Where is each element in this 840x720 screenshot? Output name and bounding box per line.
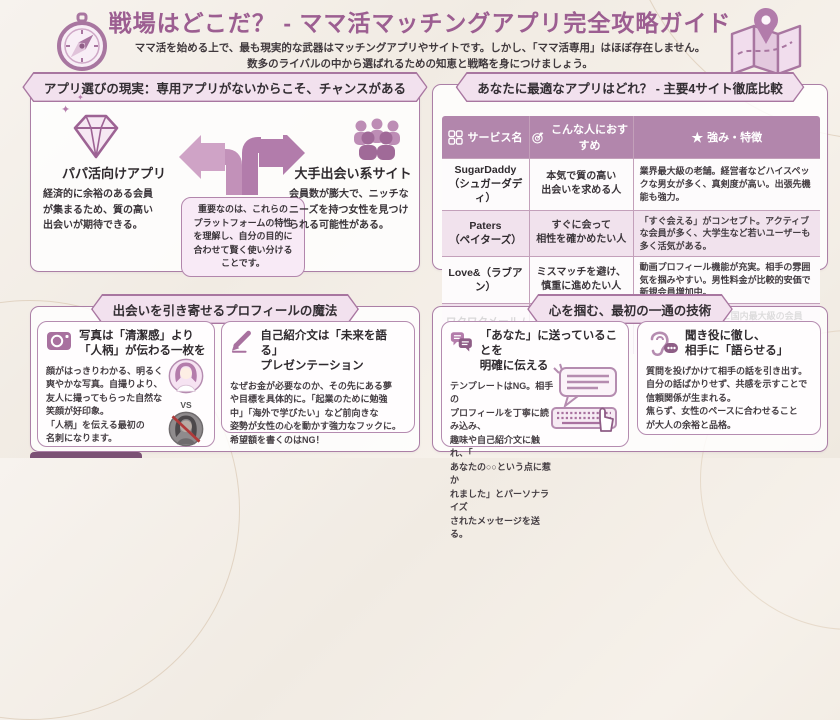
column-header-service: サービス名 bbox=[442, 116, 530, 159]
bio-card: 自己紹介文は「未来を語る」 プレゼンテーション なぜお金が必要なのか、その先にあ… bbox=[221, 321, 415, 445]
ear-icon bbox=[650, 331, 678, 357]
page-title: 戦場はどこだ？ - ママ活マッチングアプリ完全攻略ガイド bbox=[108, 10, 732, 36]
panel-profile-magic-badge: 出会いを引き寄せるプロフィールの魔法 bbox=[91, 294, 359, 324]
personal-message-card: 「あなた」に送っていることを 明確に伝える テンプレートはNG。相手の プロフィ… bbox=[441, 321, 629, 539]
camera-icon bbox=[47, 332, 71, 350]
panel-app-reality: アプリ選びの現実：専用アプリがないからこそ、チャンスがある ✦ ✦ パパ活向けア… bbox=[30, 84, 420, 277]
people-group-icon bbox=[354, 118, 400, 160]
personal-message-body: テンプレートはNG。相手の プロフィールを丁寧に読み込み、 趣味や自己紹介文に触… bbox=[450, 380, 554, 540]
listener-card-body: 質問を投げかけて相手の話を引き出す。 自分の話ばかりせず、共感を示すことで 信頼… bbox=[646, 365, 808, 430]
good-avatar-icon bbox=[168, 358, 204, 394]
map-pin-icon bbox=[730, 8, 802, 76]
dating-site-desc: 会員数が膨大で、ニッチな ニーズを持つ女性を見つけ られる可能性がある。 bbox=[289, 189, 409, 231]
sparkle-icon: ✦ bbox=[77, 93, 84, 102]
service-recommend: 本気で質の高い 出会いを求める人 bbox=[528, 158, 634, 211]
panel-profile-magic: 出会いを引き寄せるプロフィールの魔法 写真は「清潔感」より 「人柄」が伝わる一枚… bbox=[30, 306, 420, 452]
service-feature: 業界最大級の老舗。経営者などハイスペックな男女が多く、真剣度が高い。出張先機能も… bbox=[632, 158, 820, 211]
compass-icon bbox=[57, 12, 107, 71]
panel-title: あなたに最適なアプリはどれ？ - 主要4サイト徹底比較 bbox=[457, 74, 803, 101]
subtitle-line2: 数多のライバルの中から選ばれるための知恵と戦略を身につけましょう。 bbox=[247, 57, 593, 70]
panel-title: 心を掴む、最初の一通の技術 bbox=[529, 296, 732, 323]
target-icon bbox=[532, 131, 544, 143]
pen-icon bbox=[231, 330, 251, 353]
photo-card-title: 写真は「清潔感」より 「人柄」が伝わる一枚を bbox=[79, 330, 206, 357]
chat-bubbles-icon bbox=[450, 332, 472, 352]
diamond-icon bbox=[73, 114, 119, 159]
sparkle-icon: ✦ bbox=[61, 104, 71, 116]
vs-label: VS bbox=[180, 400, 192, 410]
panel-title: アプリ選びの現実：専用アプリがないからこそ、チャンスがある bbox=[24, 74, 426, 101]
service-name: Love&（ラブアン） bbox=[442, 256, 530, 305]
papa-app-desc: 経済的に余裕のある会員 が集まるため、質の高い 出会いが期待できる。 bbox=[43, 189, 153, 231]
reality-note: 重要なのは、これらの プラットフォームの特性 を理解し、自分の目的に 合わせて賢… bbox=[181, 197, 305, 277]
star-icon: ★ bbox=[691, 129, 704, 145]
photo-card-body: 顔がはっきりわかる、明るく 爽やかな写真。自撮りより、 友人に撮ってもらった自然… bbox=[46, 365, 164, 444]
message-keyboard-illustration bbox=[551, 363, 617, 432]
personal-message-title: 「あなた」に送っていることを 明確に伝える bbox=[479, 330, 618, 372]
panel-site-comparison-badge: あなたに最適なアプリはどれ？ - 主要4サイト徹底比較 bbox=[456, 72, 805, 102]
subtitle-line1: ママ活を始める上で、最も現実的な武器はマッチングアプリやサイトです。しかし、「マ… bbox=[134, 42, 706, 54]
service-recommend: すぐに会って 相性を確かめたい人 bbox=[528, 209, 634, 258]
table-header-row: サービス名 こんな人におすすめ bbox=[442, 116, 820, 159]
bio-card-title: 自己紹介文は「未来を語る」 プレゼンテーション bbox=[260, 330, 387, 372]
apps-grid-icon bbox=[448, 129, 464, 145]
column-header-recommend: こんな人におすすめ bbox=[528, 116, 634, 159]
papa-app-label: パパ活向けアプリ bbox=[61, 166, 166, 181]
service-name: SugarDaddy （シュガーダディ） bbox=[442, 158, 530, 211]
panel-app-reality-badge: アプリ選びの現実：専用アプリがないからこそ、チャンスがある bbox=[22, 72, 427, 102]
footer-bar bbox=[30, 452, 142, 458]
listener-card: 聞き役に徹し、 相手に「語らせる」 質問を投げかけて相手の話を引き出す。 自分の… bbox=[637, 321, 821, 435]
page-subtitle: ママ活を始める上で、最も現実的な武器はマッチングアプリやサイトです。しかし、「マ… bbox=[0, 41, 840, 73]
panel-first-message-badge: 心を掴む、最初の一通の技術 bbox=[527, 294, 733, 324]
photo-card: 写真は「清潔感」より 「人柄」が伝わる一枚を 顔がはっきりわかる、明るく 爽やか… bbox=[37, 321, 215, 447]
table-row-sugardaddy: SugarDaddy （シュガーダディ） 本気で質の高い 出会いを求める人 業界… bbox=[442, 158, 820, 211]
split-arrow-icon bbox=[179, 135, 305, 195]
header: 戦場はどこだ？ - ママ活マッチングアプリ完全攻略ガイド ママ活を始める上で、最… bbox=[0, 4, 840, 73]
panel-first-message: 心を掴む、最初の一通の技術 「あなた」に送っていることを 明確に伝える テンプレ… bbox=[432, 306, 828, 539]
table-row-paters: Paters （ペイターズ） すぐに会って 相性を確かめたい人 「すぐ会える」が… bbox=[442, 209, 820, 258]
service-name: Paters （ペイターズ） bbox=[442, 209, 530, 258]
panel-site-comparison: あなたに最適なアプリはどれ？ - 主要4サイト徹底比較 サービス名 bbox=[432, 84, 828, 356]
column-header-strength: ★ 強み・特徴 bbox=[632, 116, 820, 159]
dating-site-label: 大手出会い系サイト bbox=[294, 166, 412, 181]
service-feature: 「すぐ会える」がコンセプト。アクティブな会員が多く、大学生など若いユーザーも多く… bbox=[632, 209, 820, 258]
listener-card-title: 聞き役に徹し、 相手に「語らせる」 bbox=[685, 330, 789, 357]
bio-card-body: なぜお金が必要なのか、その先にある夢 や目標を具体的に。「起業のために勉強 中」… bbox=[230, 380, 402, 445]
bad-avatar-icon bbox=[168, 411, 204, 447]
panel-title: 出会いを引き寄せるプロフィールの魔法 bbox=[93, 296, 358, 323]
photo-vs-graphic: VS bbox=[166, 358, 206, 452]
